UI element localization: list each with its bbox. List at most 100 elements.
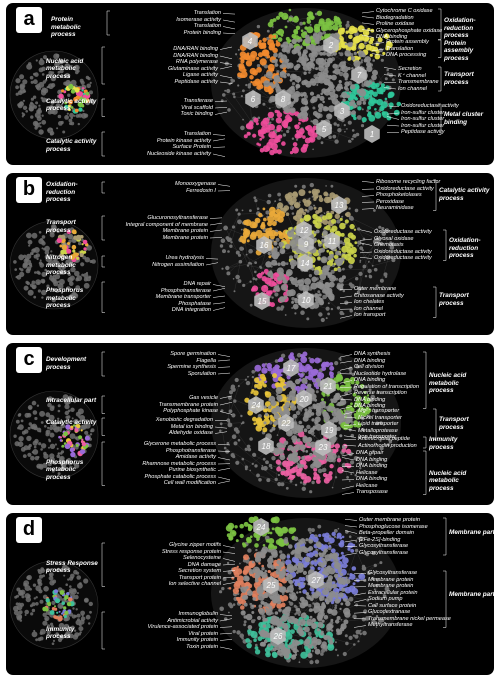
cluster-node (315, 57, 323, 65)
cluster-node (257, 52, 264, 58)
cluster-node (344, 219, 349, 224)
cluster-node (344, 42, 348, 46)
panel-label: b (16, 177, 42, 203)
network-node (293, 604, 297, 608)
overview-node (25, 110, 29, 113)
network-node (261, 465, 264, 467)
group-bracket (433, 408, 437, 440)
overview-highlight-node (78, 435, 83, 440)
network-node (232, 92, 236, 96)
overview-node (81, 84, 84, 88)
network-node (247, 85, 251, 89)
overview-node (45, 568, 50, 573)
cluster-node (286, 289, 294, 297)
cluster-node (335, 393, 338, 396)
cluster-node (340, 602, 344, 606)
cluster-node (331, 74, 337, 81)
term-label: Actinorhodin production (358, 442, 417, 449)
cluster-node (269, 229, 276, 237)
cluster-node (342, 98, 346, 102)
overview-node (75, 114, 80, 118)
network-node (235, 460, 240, 465)
group-bracket (438, 39, 442, 58)
cluster-node (330, 400, 334, 404)
network-node (388, 410, 391, 412)
cluster-node (280, 207, 283, 210)
network-node (359, 246, 364, 250)
network-node (277, 192, 281, 197)
cluster-node (294, 124, 298, 128)
overview-highlight-node (62, 250, 66, 254)
cluster-node (278, 52, 283, 57)
network-node (334, 361, 339, 366)
network-node (285, 486, 289, 490)
overview-node (21, 430, 26, 435)
overview-highlight-node (66, 229, 71, 235)
cluster-node (261, 367, 268, 374)
cluster-node (300, 473, 307, 480)
overview-node (35, 253, 40, 258)
network-node (274, 477, 278, 482)
cluster-node (335, 591, 339, 595)
cluster-node (275, 41, 281, 47)
network-node (358, 271, 363, 276)
network-node (225, 236, 230, 240)
bracket-lines (101, 441, 231, 486)
overview-node (33, 295, 37, 299)
overview-highlight-node (70, 451, 76, 458)
network-node (349, 308, 354, 313)
term-label: Glyoxal oxidase (374, 235, 414, 242)
cluster-node (245, 613, 253, 621)
cluster-hexagon-number: 15 (258, 297, 267, 306)
cluster-node (288, 43, 293, 47)
cluster-node (344, 463, 349, 467)
term-label: Surface Protein (172, 144, 211, 150)
network-node (375, 460, 379, 464)
overview-highlight-node (61, 612, 64, 615)
overview-node (19, 101, 24, 105)
overview-highlight-node (72, 249, 76, 253)
overview-node (32, 410, 38, 415)
network-node (271, 296, 274, 299)
network-node (322, 31, 327, 35)
cluster-node (333, 68, 341, 75)
category-title: Intracellular part (46, 396, 97, 404)
cluster-node (343, 85, 348, 90)
cluster-node (322, 51, 327, 56)
cluster-node (298, 122, 301, 125)
network-node (241, 421, 245, 424)
overview-node (30, 612, 34, 616)
overview-highlight-node (70, 596, 73, 599)
cluster-node (293, 215, 297, 220)
overview-node (70, 266, 76, 273)
cluster-node (359, 384, 365, 389)
overview-node (41, 73, 45, 76)
network-node (249, 437, 253, 441)
cluster-node (322, 219, 329, 225)
cluster-node (277, 37, 283, 42)
network-node (350, 283, 355, 289)
cluster-node (363, 391, 367, 394)
network-node (237, 438, 241, 442)
network-node (383, 272, 388, 277)
network-node (230, 78, 234, 82)
cluster-node (330, 600, 335, 605)
network-node (268, 463, 273, 468)
network-node (357, 537, 360, 540)
cluster-node (294, 202, 301, 209)
cluster-node (305, 450, 309, 453)
cluster-node (380, 91, 383, 94)
overview-node (30, 115, 34, 119)
bracket-lines (339, 351, 427, 410)
cluster-node (358, 42, 365, 50)
network-node (222, 93, 226, 97)
cluster-node (278, 296, 286, 303)
term-label: Secretion (398, 66, 422, 72)
term-label: Translation (193, 23, 221, 29)
overview-node (44, 98, 49, 102)
network-node (237, 84, 240, 87)
cluster-node (338, 24, 343, 28)
overview-node (35, 585, 42, 592)
overview-node (48, 446, 50, 449)
network-node (249, 209, 252, 212)
